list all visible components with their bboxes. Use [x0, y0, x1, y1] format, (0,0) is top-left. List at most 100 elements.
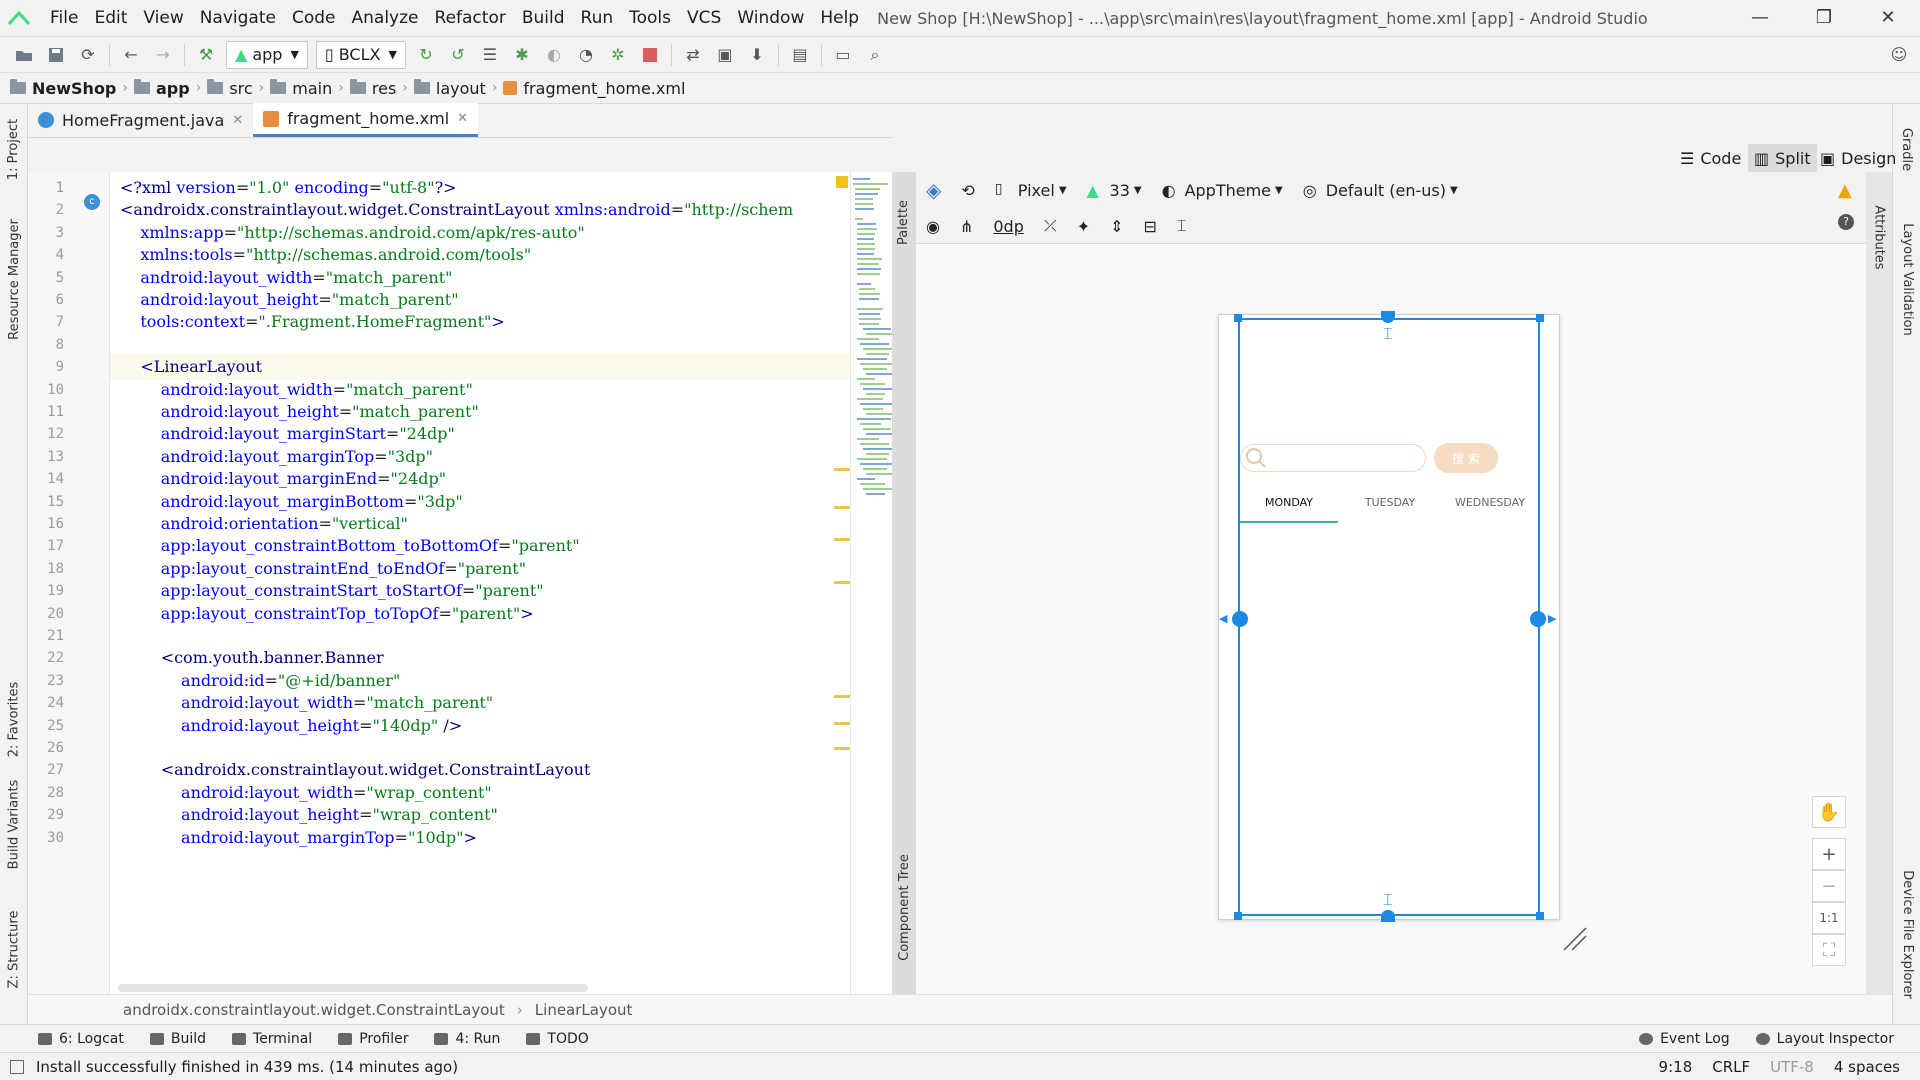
tool-window-run[interactable]: 4: Run [434, 1031, 500, 1047]
code-line[interactable]: android:layout_marginBottom="3dp" [160, 491, 463, 511]
locale-select[interactable]: ◎Default (en-us)▼ [1302, 180, 1458, 201]
tool-window-build[interactable]: Build [149, 1031, 206, 1047]
sdk-manager-icon[interactable]: ⬇ [750, 45, 764, 64]
open-folder-icon[interactable] [11, 42, 37, 68]
attach-debugger-icon[interactable]: ◔ [578, 45, 593, 64]
tool-window-logcat[interactable]: 6: Logcat [38, 1031, 124, 1047]
split-mode-button[interactable]: ▥Split [1748, 144, 1817, 172]
warning-stripe[interactable] [834, 538, 850, 541]
resize-handle[interactable] [1536, 314, 1544, 322]
menu-file[interactable]: File [50, 8, 79, 28]
zoom-in-button[interactable]: + [1812, 838, 1846, 870]
tab-layout-validation[interactable]: Layout Validation [1899, 222, 1915, 336]
sync-icon[interactable]: ⟳ [81, 45, 95, 64]
orientation-icon[interactable]: ⟲ [961, 180, 975, 200]
tab-palette[interactable]: Palette [896, 199, 912, 245]
bottom-constraint-anchor[interactable] [1381, 910, 1395, 922]
warning-stripe[interactable] [834, 747, 850, 750]
presentation-mode-icon[interactable]: ▭ [835, 45, 851, 64]
make-project-hammer-icon[interactable]: ⚒ [198, 45, 214, 64]
tab-component-tree[interactable]: Component Tree [896, 853, 912, 961]
apply-code-changes-icon[interactable]: ↺ [451, 45, 465, 64]
tool-window-profiler[interactable]: Profiler [338, 1031, 408, 1047]
close-tab-icon[interactable]: ✕ [457, 111, 469, 126]
breadcrumb-item[interactable]: app› [134, 79, 207, 98]
debug-icon[interactable]: ✱ [515, 45, 529, 64]
guidelines-icon[interactable]: ⌶ [1176, 216, 1187, 235]
device-preview[interactable] [1218, 314, 1560, 920]
sync-gradle-icon[interactable]: ⇄ [686, 45, 700, 64]
close-tab-icon[interactable]: ✕ [232, 112, 244, 128]
crumb-linear-layout[interactable]: LinearLayout [534, 1000, 633, 1019]
code-line[interactable]: android:layout_width="wrap_content" [181, 782, 492, 802]
breadcrumb-item[interactable]: layout› [413, 79, 504, 98]
breadcrumb-item[interactable]: src› [207, 79, 270, 98]
code-line[interactable]: tools:context=".Fragment.HomeFragment"> [140, 312, 505, 332]
code-line[interactable]: android:layout_marginEnd="24dp" [160, 469, 447, 489]
device-select[interactable]: ▯Pixel▼ [994, 180, 1067, 200]
tool-window-eventlog[interactable]: Event Log [1639, 1031, 1730, 1047]
tab-resource-manager[interactable]: Resource Manager [6, 218, 22, 340]
tab-device-file-explorer[interactable]: Device File Explorer [1899, 869, 1915, 999]
crumb-constraint-layout[interactable]: androidx.constraintlayout.widget.Constra… [123, 1000, 505, 1019]
tab-build-variants[interactable]: Build Variants [6, 779, 22, 869]
menu-window[interactable]: Window [737, 8, 805, 28]
resize-handle[interactable] [1536, 912, 1544, 920]
code-line[interactable]: <androidx.constraintlayout.widget.Constr… [160, 760, 591, 780]
tool-window-terminal[interactable]: Terminal [232, 1031, 312, 1047]
horizontal-scrollbar[interactable] [118, 984, 588, 992]
warning-icon[interactable]: ▲ [1838, 180, 1852, 201]
code-line[interactable]: <androidx.constraintlayout.widget.Constr… [120, 200, 794, 220]
inspection-status-icon[interactable] [836, 176, 848, 188]
start-constraint-anchor[interactable] [1232, 611, 1248, 627]
menu-build[interactable]: Build [521, 8, 565, 28]
tool-window-layoutinspector[interactable]: Layout Inspector [1755, 1031, 1894, 1047]
caret-position[interactable]: 9:18 [1658, 1057, 1693, 1076]
code-line[interactable]: android:layout_height="wrap_content" [181, 805, 498, 825]
breadcrumb-item[interactable]: fragment_home.xml [503, 79, 685, 98]
menu-analyze[interactable]: Analyze [351, 8, 419, 28]
end-constraint-anchor[interactable] [1530, 611, 1546, 627]
code-line[interactable]: android:layout_marginTop="3dp" [160, 446, 433, 466]
breadcrumb-item[interactable]: NewShop› [10, 79, 134, 98]
minimize-button[interactable]: — [1751, 7, 1769, 28]
warning-stripe[interactable] [834, 506, 850, 509]
autoconnect-magnet-icon[interactable]: ⋔ [959, 216, 974, 236]
code-line[interactable]: android:layout_height="match_parent" [160, 402, 479, 421]
menu-vcs[interactable]: VCS [687, 8, 722, 28]
save-all-icon[interactable] [43, 42, 69, 68]
clear-constraints-icon[interactable]: ⤫ [1043, 216, 1057, 235]
code-line[interactable]: android:layout_width="match_parent" [140, 267, 453, 287]
close-window-button[interactable]: ✕ [1880, 7, 1896, 28]
code-line[interactable]: android:orientation="vertical" [160, 514, 408, 533]
pack-icon[interactable]: ⇕ [1110, 216, 1124, 236]
selection-box[interactable] [1238, 318, 1540, 916]
breadcrumb-item[interactable]: res› [349, 79, 414, 98]
infer-constraints-icon[interactable]: ✦ [1076, 216, 1091, 236]
code-line[interactable]: android:layout_height="match_parent" [140, 290, 459, 309]
attach-android-icon[interactable]: ✲ [611, 45, 625, 64]
warning-stripe[interactable] [834, 468, 850, 471]
toggle-tool-windows-icon[interactable] [10, 1059, 24, 1074]
top-constraint-anchor[interactable] [1381, 311, 1395, 323]
resize-corner-icon[interactable] [1562, 926, 1588, 952]
view-options-eye-icon[interactable]: ◉ [926, 216, 940, 236]
tab-attributes[interactable]: Attributes [1871, 204, 1887, 270]
zoom-to-fit-button[interactable]: ⛶ [1812, 934, 1846, 966]
apply-changes-icon[interactable]: ↻ [419, 45, 433, 64]
design-canvas[interactable]: ◀ ▶ ⌶ ⌶ 搜 索 MONDAY TUESDAY WEDNESDAY [916, 244, 1866, 994]
user-account-icon[interactable]: ☺ [1890, 45, 1908, 64]
menu-help[interactable]: Help [820, 8, 860, 28]
code-minimap[interactable] [850, 172, 892, 994]
back-arrow-icon[interactable]: ← [124, 45, 138, 64]
restore-button[interactable]: ❐ [1815, 7, 1833, 28]
code-mode-button[interactable]: ☰Code [1680, 148, 1742, 168]
tab-fragment-home-xml[interactable]: fragment_home.xml ✕ [253, 103, 479, 137]
stop-icon[interactable] [637, 42, 663, 68]
warning-stripe[interactable] [834, 722, 850, 725]
run-list-icon[interactable]: ☰ [482, 45, 498, 64]
tab-project[interactable]: 1: Project [6, 118, 22, 180]
tab-favorites[interactable]: 2: Favorites [6, 681, 22, 757]
align-icon[interactable]: ⊟ [1143, 216, 1157, 236]
